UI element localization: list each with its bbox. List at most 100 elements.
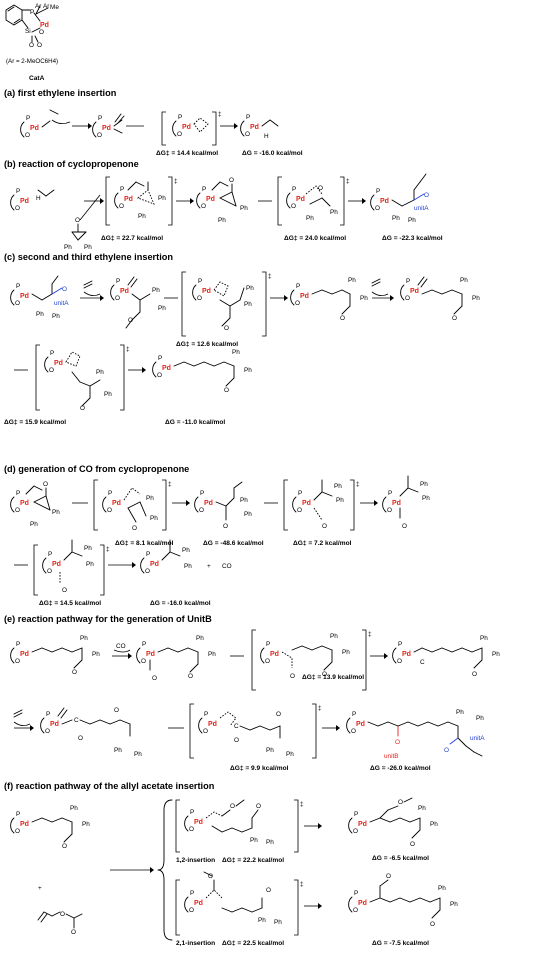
svg-text:O: O [203, 728, 208, 735]
svg-text:P: P [298, 490, 302, 497]
svg-text:P: P [16, 811, 20, 818]
svg-text:O: O [177, 131, 182, 138]
svg-text:O: O [398, 799, 403, 806]
svg-text:Ph: Ph [286, 751, 294, 758]
svg-text:O: O [15, 658, 20, 665]
svg-text:P: P [158, 355, 162, 362]
svg-text:O: O [472, 671, 477, 678]
svg-text:Ph: Ph [460, 277, 468, 284]
pd-c2: Pd [120, 288, 129, 295]
svg-text:O: O [15, 205, 20, 212]
catalyst-ar-label-1: Ar [35, 3, 42, 10]
svg-text:Ph: Ph [408, 217, 416, 224]
svg-text:O: O [410, 841, 415, 848]
svg-text:O: O [97, 132, 102, 139]
svg-text:Ph: Ph [138, 213, 146, 220]
svg-text:O: O [199, 507, 204, 514]
svg-text:O: O [78, 735, 83, 742]
catalyst-structure: Ar Ar Me P Pd Si O O O (Ar = 2-MeOC6H4) … [5, 3, 59, 82]
pd-e-ts2: Pd [208, 721, 217, 728]
svg-text:Ph: Ph [52, 509, 60, 516]
svg-text:O: O [49, 367, 54, 374]
svg-text:O: O [72, 669, 77, 676]
svg-text:Ph: Ph [158, 195, 166, 202]
unita-label-e: unitA [470, 735, 485, 742]
svg-text:O: O [80, 405, 85, 412]
svg-text:O: O [15, 828, 20, 835]
svg-text:Ph: Ph [438, 885, 446, 892]
energy-d1: ΔG‡ = 8.1 kcal/mol [115, 540, 174, 547]
svg-text:O: O [15, 507, 20, 514]
svg-text:Ph: Ph [492, 651, 500, 658]
svg-text:P: P [388, 490, 392, 497]
svg-text:O: O [128, 317, 133, 324]
svg-text:P: P [48, 551, 52, 558]
svg-text:O: O [132, 525, 137, 532]
svg-text:O: O [276, 711, 281, 718]
svg-text:Ph: Ph [52, 313, 60, 320]
svg-text:Ph: Ph [80, 635, 88, 642]
svg-text:Ph: Ph [218, 217, 226, 224]
svg-text:O: O [353, 828, 358, 835]
pd-b-ts1: Pd [124, 196, 133, 203]
svg-text:Ph: Ph [134, 751, 142, 758]
svg-text:O: O [322, 523, 327, 530]
c-label-e1: C [420, 659, 425, 666]
svg-text:P: P [190, 809, 194, 816]
svg-text:O: O [71, 929, 76, 936]
svg-text:P: P [178, 114, 182, 121]
svg-text:O: O [201, 203, 206, 210]
pd-e1: Pd [20, 651, 29, 658]
svg-text:Ph: Ph [450, 901, 458, 908]
svg-text:P: P [246, 114, 250, 121]
dagger-a: ‡ [218, 111, 222, 118]
energy-d4: ΔG‡ = 14.5 kcal/mol [39, 600, 101, 607]
svg-text:Ph: Ph [472, 295, 480, 302]
svg-text:Ph: Ph [86, 561, 94, 568]
svg-text:P: P [296, 283, 300, 290]
pd-d-ts3: Pd [52, 561, 61, 568]
svg-text:P: P [108, 490, 112, 497]
svg-text:O: O [115, 295, 120, 302]
energy-d2: ΔG = -48.6 kcal/mol [203, 540, 264, 547]
svg-text:Ph: Ph [266, 747, 274, 754]
pd-d4: Pd [150, 561, 159, 568]
pd-a1: Pd [30, 125, 39, 132]
energy-f3: ΔG‡ = 22.5 kcal/mol [222, 940, 284, 947]
svg-text:Ph: Ph [182, 547, 190, 554]
svg-text:O: O [45, 728, 50, 735]
svg-text:P: P [398, 641, 402, 648]
svg-text:O: O [15, 300, 20, 307]
svg-text:P: P [190, 890, 194, 897]
energy-f1: ΔG‡ = 22.2 kcal/mol [222, 857, 284, 864]
pd-a-ts: Pd [182, 124, 191, 131]
svg-text:O: O [107, 507, 112, 514]
svg-text:O: O [119, 203, 124, 210]
svg-text:P: P [16, 490, 20, 497]
pd-d-ts2: Pd [302, 500, 311, 507]
pd-e3: Pd [402, 651, 411, 658]
svg-text:Ph: Ph [480, 635, 488, 642]
svg-text:Ph: Ph [348, 277, 356, 284]
dagger-e1: ‡ [368, 631, 372, 638]
dagger-b1: ‡ [174, 178, 178, 185]
pd-b3: Pd [380, 198, 389, 205]
svg-text:P: P [16, 641, 20, 648]
svg-text:O: O [189, 907, 194, 914]
svg-text:Ph: Ph [420, 481, 428, 488]
energy-e2: ΔG‡ = 9.9 kcal/mol [230, 765, 289, 772]
svg-text:Ph: Ph [30, 521, 38, 528]
unita-label-b: unitA [414, 205, 429, 212]
ph-b1: Ph [64, 244, 72, 251]
svg-text:O: O [234, 737, 239, 744]
pd-f2: Pd [358, 821, 367, 828]
svg-text:O: O [157, 372, 162, 379]
energy-e3: ΔG = -26.0 kcal/mol [370, 765, 431, 772]
pd-b1: Pd [20, 198, 29, 205]
pd-b2: Pd [206, 196, 215, 203]
svg-text:O: O [386, 873, 391, 880]
catalyst-name: CatA [29, 75, 45, 82]
